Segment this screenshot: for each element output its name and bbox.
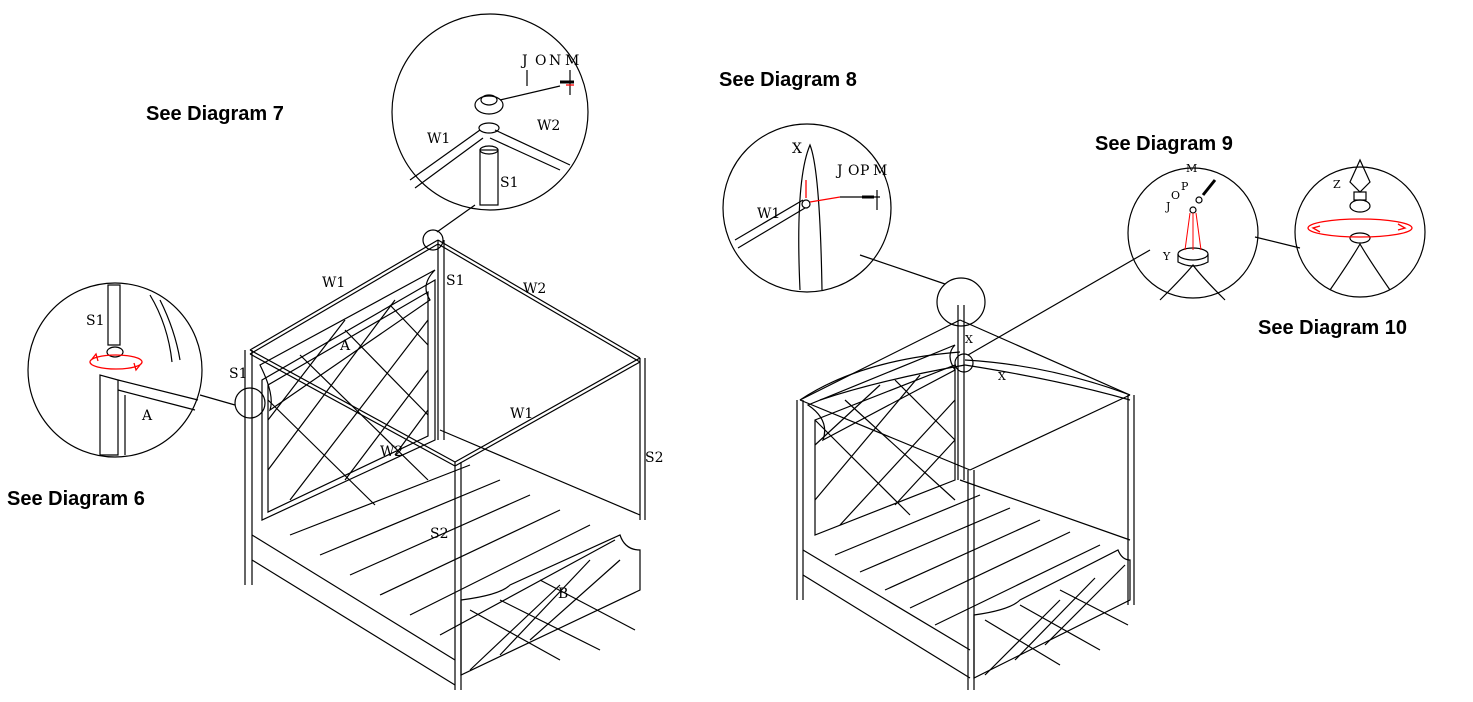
label-m-detail8: M bbox=[873, 163, 887, 179]
label-s2-right: S2 bbox=[645, 450, 664, 466]
caption-diagram-6: See Diagram 6 bbox=[7, 488, 145, 510]
label-m-detail9: M bbox=[1186, 162, 1197, 175]
callout-marker-top bbox=[422, 229, 444, 251]
caption-diagram-7: See Diagram 7 bbox=[146, 103, 284, 125]
label-w1-detail7: W1 bbox=[427, 131, 450, 147]
label-w1-top: W1 bbox=[322, 275, 345, 291]
label-x-canopy: X bbox=[998, 370, 1006, 383]
label-w2-detail7: W2 bbox=[537, 118, 560, 134]
label-s1-detail6: S1 bbox=[86, 313, 105, 329]
label-w2-top: W2 bbox=[523, 281, 546, 297]
rotation-arrow-left bbox=[89, 352, 143, 372]
callout-marker-right-finial bbox=[954, 353, 974, 373]
label-s2-front: S2 bbox=[430, 526, 449, 542]
rotation-arrow-right bbox=[1307, 218, 1413, 238]
label-m-detail7: M bbox=[565, 53, 579, 69]
red-arrow-detail-9 bbox=[1184, 212, 1202, 251]
label-o-detail7: O bbox=[535, 53, 546, 69]
label-w1-mid: W1 bbox=[510, 406, 533, 422]
label-o-detail9: O bbox=[1171, 189, 1180, 202]
red-arrow-detail-8 bbox=[805, 180, 841, 203]
caption-diagram-10: See Diagram 10 bbox=[1258, 317, 1407, 339]
label-s1-detail7: S1 bbox=[500, 175, 519, 191]
label-y-detail9: Y bbox=[1162, 250, 1171, 263]
label-s1-post: S1 bbox=[446, 273, 465, 289]
label-j-detail7: J bbox=[520, 53, 528, 69]
detail-circle-8 bbox=[722, 123, 892, 293]
caption-diagram-9: See Diagram 9 bbox=[1095, 133, 1233, 155]
label-n-detail7: N bbox=[549, 53, 561, 69]
detail-circle-10 bbox=[1294, 158, 1426, 298]
label-j-detail8: J bbox=[835, 163, 843, 179]
callout-marker-side bbox=[234, 387, 266, 419]
label-w1-detail8: W1 bbox=[757, 206, 780, 222]
label-w2-mid: W2 bbox=[380, 444, 403, 460]
label-p-detail8: P bbox=[860, 163, 869, 179]
label-p-detail9: P bbox=[1181, 180, 1189, 193]
label-x-detail8: X bbox=[792, 141, 802, 157]
detail-circle-9 bbox=[1127, 167, 1259, 301]
label-j-detail9: J bbox=[1165, 200, 1170, 213]
caption-diagram-8: See Diagram 8 bbox=[719, 69, 857, 91]
label-z-detail10: Z bbox=[1333, 178, 1341, 191]
label-x-post: X bbox=[965, 333, 973, 346]
label-b-footboard: B bbox=[558, 586, 568, 602]
right-bed bbox=[796, 305, 1135, 690]
detail-circle-7 bbox=[391, 13, 589, 211]
callout-marker-right-top bbox=[936, 277, 986, 327]
detail-circle-6 bbox=[27, 282, 203, 458]
left-bed bbox=[244, 239, 646, 690]
label-a-headboard: A bbox=[339, 338, 351, 354]
label-a-detail6: A bbox=[141, 408, 153, 424]
label-s1-side: S1 bbox=[229, 366, 248, 382]
label-o-detail8: O bbox=[848, 163, 859, 179]
